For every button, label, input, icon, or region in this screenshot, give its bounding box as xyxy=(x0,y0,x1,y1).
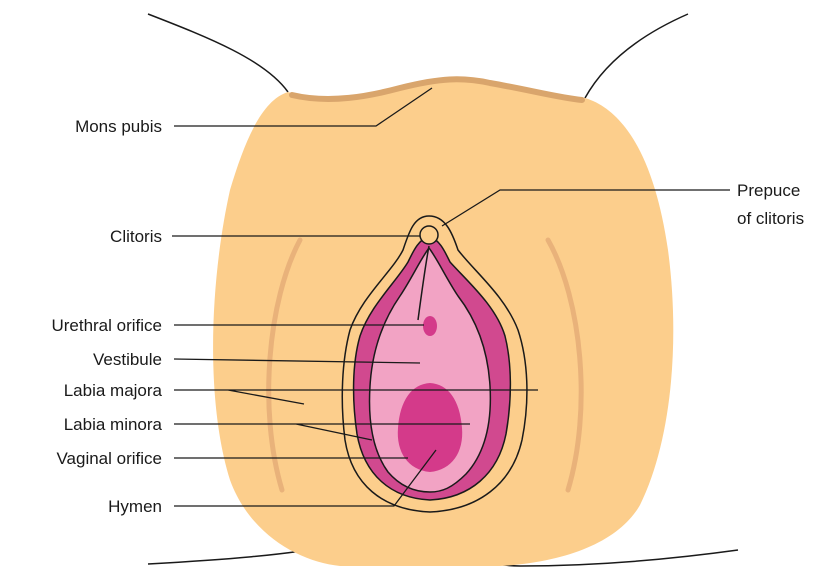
label-vaginal-orifice: Vaginal orifice xyxy=(56,449,162,468)
label-clitoris: Clitoris xyxy=(110,227,162,246)
left-hip-contour xyxy=(148,14,288,92)
label-mons-pubis: Mons pubis xyxy=(75,117,162,136)
label-prepuce-line1: Prepuce xyxy=(737,181,800,200)
label-hymen: Hymen xyxy=(108,497,162,516)
label-labia-minora: Labia minora xyxy=(64,415,163,434)
right-hip-contour xyxy=(585,14,688,98)
clitoris-glans xyxy=(420,226,438,244)
label-vestibule: Vestibule xyxy=(93,350,162,369)
label-labia-majora: Labia majora xyxy=(64,381,163,400)
urethral-orifice xyxy=(423,316,437,336)
label-urethral-orifice: Urethral orifice xyxy=(51,316,162,335)
label-prepuce-line2: of clitoris xyxy=(737,209,804,228)
